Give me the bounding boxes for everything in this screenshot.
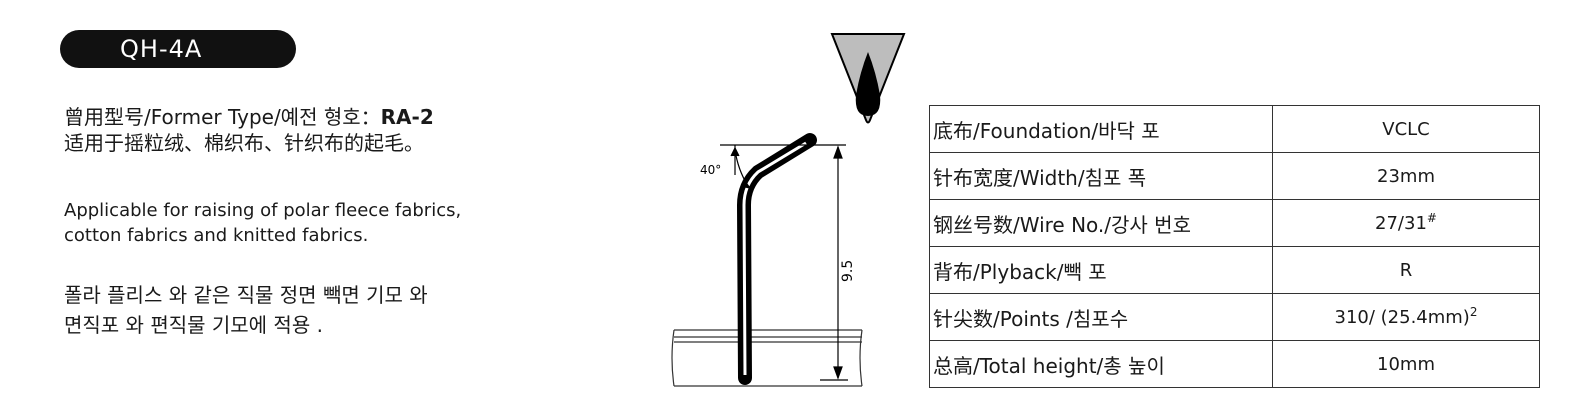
spec-label: 针尖数/Points /침포수 [929,293,1273,341]
height-label: 9.5 [840,260,856,282]
spec-row: 针尖数/Points /침포수 310/ (25.4mm)2 [929,293,1540,341]
spec-value: VCLC [1272,105,1540,153]
former-type-line: 曾用型号/Former Type/예전 형호：RA-2 [64,104,624,130]
spec-label: 钢丝号数/Wire No./강사 번호 [929,199,1273,247]
spec-row: 背布/Plyback/빽 포 R [929,246,1540,294]
spec-label: 针布宽度/Width/침포 폭 [929,152,1273,200]
model-name: QH-4A [120,35,203,63]
en-usage-block: Applicable for raising of polar fleece f… [64,198,624,248]
former-type-block: 曾用型号/Former Type/예전 형호：RA-2 适用于摇粒绒、棉织布、针… [64,104,624,156]
wire-profile-diagram: 40° 9.5 [671,33,906,387]
kr-usage-block: 폴라 플리스 와 같은 직물 정면 빽면 기모 와 면직포 와 편직물 기모에 … [64,280,624,340]
spec-row: 针布宽度/Width/침포 폭 23mm [929,152,1540,200]
spec-value: 23mm [1272,152,1540,200]
cn-usage-text: 适用于摇粒绒、棉织布、针织布的起毛。 [64,131,424,155]
spec-row: 总高/Total height/총 높이 10mm [929,340,1540,388]
spec-value: 310/ (25.4mm)2 [1272,293,1540,341]
spec-row: 钢丝号数/Wire No./강사 번호 27/31# [929,199,1540,247]
spec-value: 27/31# [1272,199,1540,247]
angle-indicator [730,145,752,189]
spec-value: 10mm [1272,340,1540,388]
spec-label: 总高/Total height/총 높이 [929,340,1273,388]
former-type-value: RA-2 [380,105,434,129]
model-badge: QH-4A [60,30,296,68]
en-usage-line-1: Applicable for raising of polar fleece f… [64,200,462,221]
foundation-strip [671,329,863,387]
spec-value: R [1272,246,1540,294]
former-type-label: 曾用型号/Former Type/예전 형호： [64,105,381,129]
spec-label: 底布/Foundation/바닥 포 [929,105,1273,153]
wire-cross-section-icon [830,33,906,124]
kr-usage-line-1: 폴라 플리스 와 같은 직물 정면 빽면 기모 와 [64,283,428,307]
spec-label: 背布/Plyback/빽 포 [929,246,1273,294]
spec-row: 底布/Foundation/바닥 포 VCLC [929,105,1540,153]
kr-usage-line-2: 면직포 와 편직물 기모에 적용 . [64,313,323,337]
height-dimension [820,145,848,381]
spec-table: 底布/Foundation/바닥 포 VCLC 针布宽度/Width/침포 폭 … [929,105,1540,388]
en-usage-line-2: cotton fabrics and knitted fabrics. [64,225,369,246]
angle-label: 40° [700,163,721,177]
